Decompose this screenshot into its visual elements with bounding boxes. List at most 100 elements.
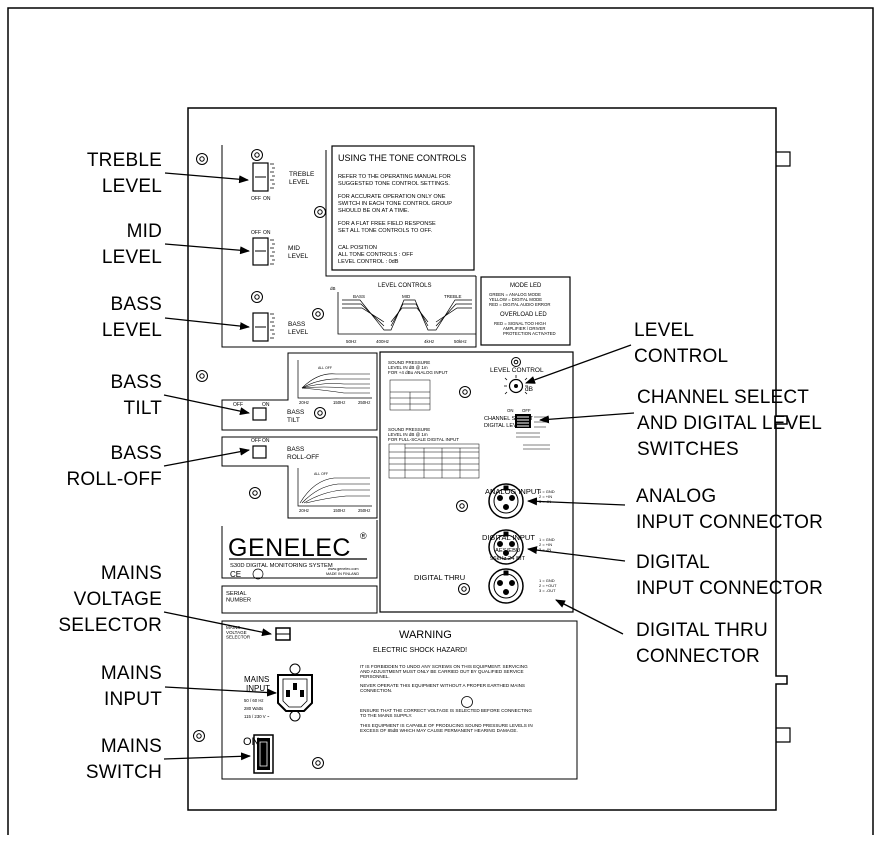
svg-text:INPUT: INPUT (246, 684, 270, 693)
svg-text:SUGGESTED TONE CONTROL SETTING: SUGGESTED TONE CONTROL SETTINGS. (338, 181, 450, 187)
svg-text:ALL OFF: ALL OFF (318, 366, 332, 370)
screw-icon (458, 583, 470, 595)
warning-box: WARNING ELECTRIC SHOCK HAZARD! IT IS FOR… (221, 620, 578, 780)
leader-channel-select (539, 412, 635, 424)
svg-text:PROTECTION ACTIVATED: PROTECTION ACTIVATED (503, 331, 556, 336)
mode-led-box: MODE LED GREEN = ANALOG MODE YELLOW = DI… (480, 276, 571, 346)
callout-digital-input-connector: DIGITAL INPUT CONNECTOR (636, 552, 824, 599)
svg-text:250Hz: 250Hz (358, 400, 370, 405)
svg-text:DIGITAL INPUT: DIGITAL INPUT (482, 533, 535, 542)
svg-text:REFER TO THE OPERATING MANUAL: REFER TO THE OPERATING MANUAL FOR (338, 174, 451, 180)
screw-icon (314, 206, 326, 218)
leader-treble (164, 172, 249, 184)
svg-text:RED = DIGITAL AUDIO ERROR: RED = DIGITAL AUDIO ERROR (489, 302, 550, 307)
callout-mains-voltage-selector: MAINS VOLTAGE SELECTOR (58, 563, 162, 636)
svg-text:MAINS: MAINS (244, 675, 269, 684)
svg-text:2 = +OUT: 2 = +OUT (539, 583, 557, 588)
svg-text:LEVEL CONTROLS: LEVEL CONTROLS (378, 283, 431, 289)
screw-icon (312, 308, 324, 320)
svg-text:®: ® (360, 531, 367, 541)
svg-text:OVERLOAD LED: OVERLOAD LED (500, 312, 547, 318)
callout-mains-switch: MAINS SWITCH (85, 736, 162, 783)
svg-text:150Hz: 150Hz (333, 508, 345, 513)
svg-text:ON: ON (263, 230, 271, 236)
svg-text:SHOULD BE ON AT A TIME.: SHOULD BE ON AT A TIME. (338, 208, 410, 214)
callout-digital-thru-connector: DIGITAL THRU CONNECTOR (636, 620, 768, 667)
svg-text:MID: MID (402, 294, 411, 299)
warning-title: WARNING (399, 629, 452, 641)
svg-text:dB: dB (525, 386, 533, 393)
screw-icon (459, 386, 471, 398)
channel-select-dip-switch[interactable] (515, 414, 550, 450)
svg-text:PERSONNEL.: PERSONNEL. (360, 674, 390, 679)
svg-text:FOR A FLAT FREE FIELD RESPONSE: FOR A FLAT FREE FIELD RESPONSE (338, 221, 436, 227)
svg-text:DIGITAL LEVEL: DIGITAL LEVEL (484, 423, 523, 429)
svg-text:NEVER OPERATE THIS EQUIPMENT W: NEVER OPERATE THIS EQUIPMENT WITHOUT A P… (360, 683, 525, 688)
svg-text:20Hz: 20Hz (299, 508, 309, 513)
callout-bass-level: BASS LEVEL (101, 294, 162, 341)
level-control-knob[interactable] (504, 375, 528, 395)
analog-input-xlr-connector[interactable] (488, 483, 524, 519)
svg-text:SOUND PRESSURE: SOUND PRESSURE (388, 427, 430, 432)
svg-text:EXCESS OF 85dB WHICH MAY CAUSE: EXCESS OF 85dB WHICH MAY CAUSE PERMANENT… (360, 728, 518, 733)
bass-tilt-region: ALL OFF 20Hz 150Hz 250Hz (221, 352, 378, 431)
svg-text:CONNECTION.: CONNECTION. (360, 688, 392, 693)
leader-analog-input (527, 497, 626, 506)
outer-frame (7, 7, 874, 835)
callout-channel-select: CHANNEL SELECT AND DIGITAL LEVEL SWITCHE… (637, 387, 823, 460)
svg-text:OFF: OFF (251, 438, 261, 444)
svg-text:SOUND PRESSURE: SOUND PRESSURE (388, 360, 430, 365)
digital-thru-xlr-connector[interactable] (488, 568, 524, 604)
leader-mid (164, 243, 250, 255)
leader-tilt (163, 394, 250, 416)
ground-point-icon (461, 696, 473, 708)
svg-text:1 = GND: 1 = GND (539, 537, 555, 542)
svg-text:LEVEL CONTROL : 0dB: LEVEL CONTROL : 0dB (338, 259, 399, 265)
leader-lines (163, 172, 635, 761)
screw-icon (314, 407, 326, 419)
svg-text:1 = GND: 1 = GND (539, 578, 555, 583)
digital-sensitivity-table (388, 443, 480, 479)
leader-mains-switch (163, 752, 251, 761)
svg-text:LEVEL IN dB @ 1m: LEVEL IN dB @ 1m (388, 432, 428, 437)
svg-text:50Hz: 50Hz (346, 339, 357, 344)
screw-icon (251, 291, 263, 303)
svg-text:dB: dB (330, 286, 336, 291)
screw-icon (511, 357, 521, 367)
safety-mark-icon (252, 568, 264, 580)
svg-text:TREBLE: TREBLE (444, 294, 462, 299)
screw-icon (251, 149, 263, 161)
svg-text:OFF: OFF (251, 230, 261, 236)
svg-text:RED = SIGNAL TOO HIGH: RED = SIGNAL TOO HIGH (494, 321, 546, 326)
svg-text:TO THE MAINS SUPPLY.: TO THE MAINS SUPPLY. (360, 713, 412, 718)
mains-input-socket[interactable]: MAINS INPUT 50 / 60 Hz 280 Watts 115 / 2… (244, 663, 313, 722)
tone-controls-box: USING THE TONE CONTROLS REFER TO THE OPE… (325, 145, 476, 277)
svg-text:20Hz: 20Hz (299, 400, 309, 405)
svg-text:4kHz: 4kHz (424, 339, 435, 344)
ce-mark: CE (230, 570, 241, 579)
amplifier-panel (187, 107, 791, 811)
svg-text:3 = -OUT: 3 = -OUT (539, 588, 556, 593)
mains-power-switch[interactable]: ON (243, 734, 274, 774)
svg-text:50 / 60 Hz: 50 / 60 Hz (244, 698, 264, 703)
svg-text:IT IS FORBIDDEN TO UNDO ANY SC: IT IS FORBIDDEN TO UNDO ANY SCREWS ON TH… (360, 664, 528, 669)
svg-text:FOR FULL-SCALE DIGITAL INPUT: FOR FULL-SCALE DIGITAL INPUT (388, 437, 459, 442)
svg-text:ON: ON (507, 408, 513, 413)
digital-input-xlr-connector[interactable] (488, 529, 524, 565)
svg-text:400Hz: 400Hz (376, 339, 390, 344)
callout-bass-tilt: BASS TILT (110, 372, 162, 419)
genelec-label: GENELEC ® S30D DIGITAL MONITORING SYSTEM… (221, 520, 378, 580)
level-controls-graph: LEVEL CONTROLS dB BASS MID TREBLE 50Hz 4… (330, 283, 476, 344)
svg-text:YELLOW = DIGITAL MODE: YELLOW = DIGITAL MODE (489, 297, 542, 302)
